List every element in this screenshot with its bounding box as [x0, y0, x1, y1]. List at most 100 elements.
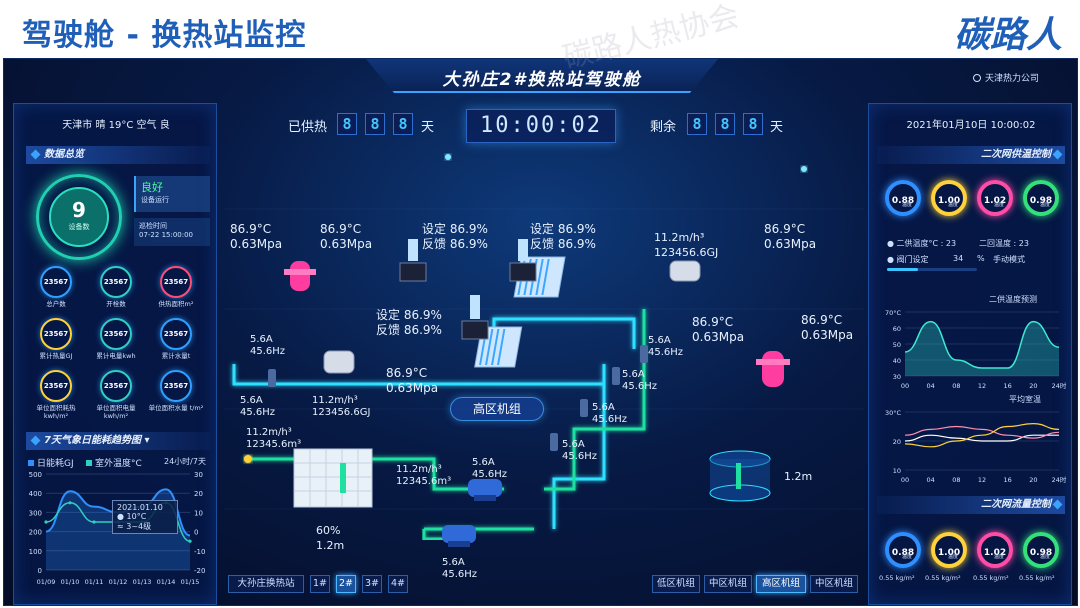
- y-tick-right: 30: [194, 471, 203, 479]
- trend-tooltip: 2021.01.10 ● 10°C ≈ 3~4级: [112, 500, 178, 534]
- status-main: 良好: [141, 181, 163, 194]
- remaining-digit: 8: [715, 113, 735, 135]
- device-count-ring: 9 设备数: [36, 174, 122, 260]
- user-icon: [972, 74, 981, 82]
- y-tick: 30: [893, 373, 901, 381]
- y-tick: 70°C: [885, 309, 902, 317]
- valve-unit: %: [977, 254, 985, 263]
- y-tick-left: 100: [29, 548, 42, 556]
- tab-station-4[interactable]: 4#: [388, 575, 408, 593]
- dashboard: 大孙庄2#换热站驾驶舱 天津热力公司 已供热 8 8 8 天 10:00:02 …: [3, 58, 1078, 606]
- x-tick: 01/10: [61, 578, 80, 586]
- y-tick-left: 500: [29, 471, 42, 479]
- y-tick-left: 200: [29, 529, 42, 537]
- supplied-digit: 8: [393, 113, 413, 135]
- y-tick-right: -10: [194, 548, 205, 556]
- remaining-unit: 天: [770, 120, 784, 135]
- tab-station-3[interactable]: 3#: [362, 575, 382, 593]
- inspect-time: 07-22 15:00:00: [139, 231, 194, 239]
- zone-label[interactable]: 高区机组: [450, 397, 544, 421]
- valve-slider[interactable]: [887, 268, 977, 271]
- x-tick: 01/14: [157, 578, 176, 586]
- x-tick: 04: [927, 382, 935, 390]
- x-tick: 20: [1029, 476, 1037, 484]
- x-tick: 01/09: [37, 578, 56, 586]
- flow-unit: 0.55 kg/m²: [1019, 574, 1055, 582]
- weather-info: 天津市 晴 19°C 空气 良: [62, 120, 170, 131]
- pump-1: [468, 479, 502, 501]
- slide-title: 驾驶舱 - 换热站监控: [22, 18, 307, 53]
- valve-reading: 设定 86.9%反馈 86.9%: [422, 222, 488, 251]
- avg-series-line: [904, 425, 1060, 439]
- tab-zone-mid[interactable]: 中区机组: [704, 575, 752, 593]
- supply-temp-readout: ● 二供温度°C : 23: [887, 239, 957, 248]
- y-tick: 30°C: [885, 409, 902, 417]
- trend-header[interactable]: 7天气象日能耗趋势图 ▾: [26, 432, 210, 450]
- inspect-time-box: 巡检时间 07-22 15:00:00: [134, 218, 210, 246]
- x-tick: 08: [952, 382, 960, 390]
- x-tick: 12: [978, 382, 986, 390]
- supply-control-header: 二次网供温控制: [877, 146, 1065, 164]
- valve-reading: 设定 86.9%反馈 86.9%: [376, 308, 442, 337]
- tab-zone-mid-2[interactable]: 中区机组: [810, 575, 858, 593]
- tab-zone-high[interactable]: 高区机组: [756, 575, 806, 593]
- station-name-tab[interactable]: 大孙庄换热站: [228, 575, 304, 593]
- y-tick: 40: [893, 357, 901, 365]
- dashboard-title: 大孙庄2#换热站驾驶舱: [442, 70, 642, 90]
- tab-station-1[interactable]: 1#: [310, 575, 330, 593]
- device-count: 9: [72, 198, 86, 222]
- device-count-label: 设备数: [68, 223, 90, 231]
- mode-label[interactable]: 手动模式: [993, 255, 1025, 264]
- series-temp-point: [188, 539, 192, 543]
- x-tick: 20: [1029, 382, 1037, 390]
- avg-series-line: [904, 422, 1060, 448]
- forecast-line: [904, 320, 1060, 369]
- avg-series-line: [904, 434, 1059, 442]
- wind-icon: ≈: [117, 522, 124, 531]
- y-tick-right: 0: [194, 529, 198, 537]
- control-valve-3: [461, 295, 489, 340]
- tab-zone-low[interactable]: 低区机组: [652, 575, 700, 593]
- remaining-digit: 8: [743, 113, 763, 135]
- chevron-down-icon: ▾: [144, 435, 150, 446]
- trend-legend-energy: 日能耗GJ: [28, 456, 74, 469]
- status-box: 良好 设备运行: [134, 176, 210, 212]
- x-tick: 01/15: [181, 578, 200, 586]
- flow-unit: 0.55 kg/m²: [925, 574, 961, 582]
- brand-logo: 碳路人: [953, 15, 1062, 56]
- tab-station-2[interactable]: 2#: [336, 575, 356, 593]
- left-panel: 天津市 晴 19°C 空气 良 数据总览 9 设备数 良好 设备运行 巡检时间 …: [13, 103, 217, 605]
- y-tick: 10: [893, 467, 901, 475]
- flow-meter-2: [323, 350, 355, 374]
- forecast-title: 二供温度预测: [989, 295, 1037, 304]
- x-tick: 04: [927, 476, 935, 484]
- y-tick-left: 300: [29, 509, 42, 517]
- trend-mode-toggle[interactable]: 24小时/7天: [164, 457, 206, 466]
- control-valve-2: [509, 239, 537, 282]
- remaining-label: 剩余: [650, 120, 677, 135]
- digital-clock: 10:00:02: [466, 109, 616, 143]
